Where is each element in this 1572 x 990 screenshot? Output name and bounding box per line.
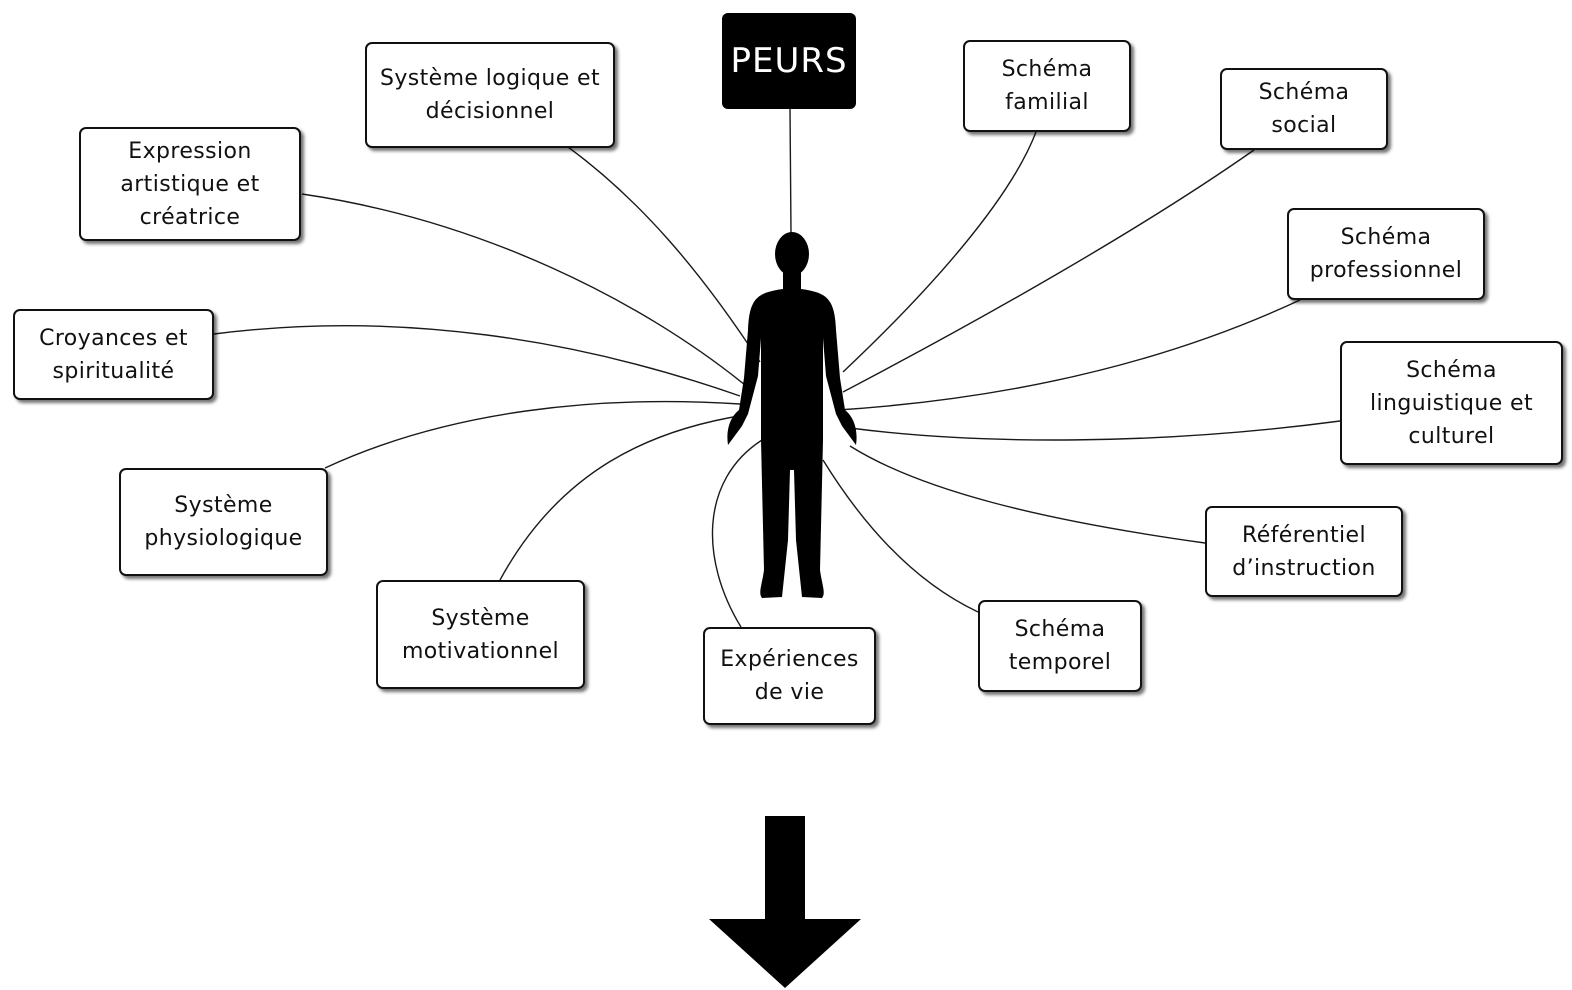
- connector-logique: [567, 146, 761, 363]
- connector-lines: [213, 108, 1341, 628]
- connector-linguistique: [849, 420, 1341, 441]
- connector-referentiel: [849, 445, 1206, 544]
- node-schema-temporel: Schéma temporel: [978, 600, 1142, 692]
- connector-professionnel: [837, 299, 1301, 411]
- human-silhouette: [727, 232, 857, 598]
- connector-title: [789, 108, 792, 234]
- node-systeme-logique: Système logique et décisionnel: [365, 42, 615, 148]
- connector-expression: [301, 193, 746, 386]
- node-systeme-motivationnel: Système motivationnel: [376, 580, 585, 689]
- node-expression: Expression artistique et créatrice: [79, 127, 301, 241]
- connector-experiences: [711, 439, 763, 628]
- connector-temporel: [822, 459, 979, 613]
- node-schema-professionnel: Schéma professionnel: [1287, 208, 1485, 300]
- node-croyances: Croyances et spiritualité: [13, 309, 214, 400]
- down-arrow: [709, 816, 861, 988]
- node-schema-familial: Schéma familial: [963, 40, 1131, 132]
- node-referentiel-instruction: Référentiel d’instruction: [1205, 506, 1403, 597]
- node-systeme-physiologique: Système physiologique: [119, 468, 328, 576]
- connector-physiologique: [324, 400, 741, 469]
- title-box: PEURS: [722, 13, 856, 109]
- node-schema-social: Schéma social: [1220, 68, 1388, 150]
- connector-motivationnel: [499, 414, 746, 581]
- connector-social: [842, 149, 1255, 393]
- connector-croyances: [213, 324, 741, 397]
- node-schema-linguistique: Schéma linguistique et culturel: [1340, 341, 1563, 465]
- connector-familial: [842, 131, 1037, 373]
- node-experiences-vie: Expériences de vie: [703, 627, 876, 725]
